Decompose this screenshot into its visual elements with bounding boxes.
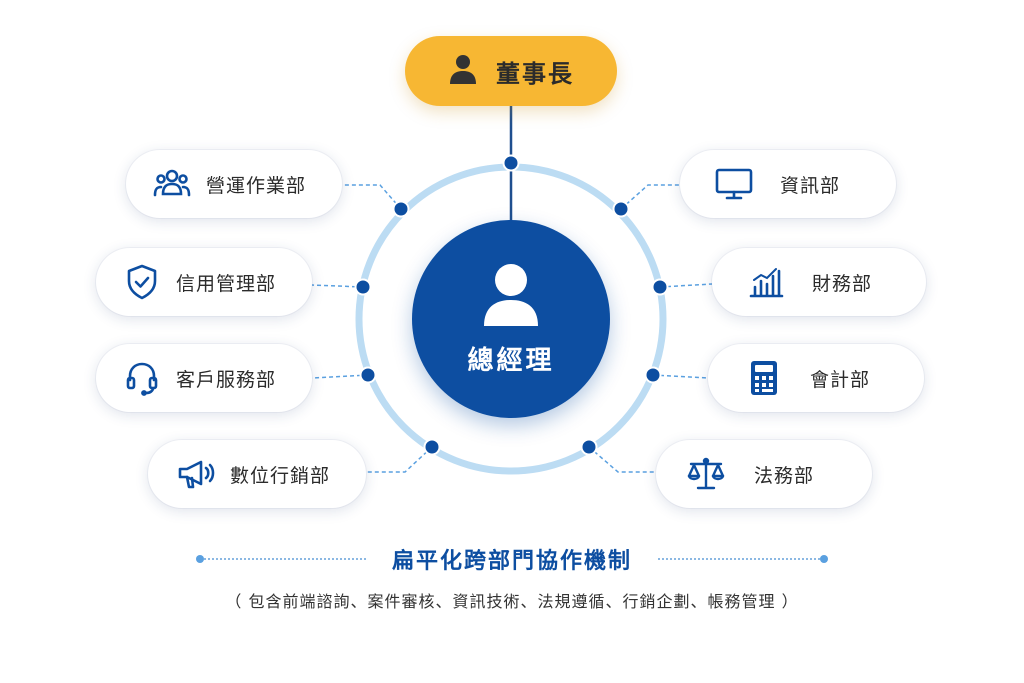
bar-chart-icon (746, 262, 786, 302)
ring-node-marketing (423, 438, 441, 456)
dept-customer-service: 客戶服務部 (96, 344, 312, 412)
connector-dept-it (620, 184, 680, 210)
dept-label: 客戶服務部 (176, 368, 277, 391)
ring-node-credit (354, 278, 372, 296)
dept-accounting: 會計部 (708, 344, 924, 412)
dept-label: 信用管理部 (176, 272, 277, 295)
chairman-node: 董事長 (405, 36, 617, 106)
connector-dept-ops (343, 184, 402, 210)
ring-node-service (359, 366, 377, 384)
dept-digital-marketing: 數位行銷部 (148, 440, 366, 508)
connector-dept-service (311, 374, 369, 379)
diagram-title: 扁平化跨部門協作機制 (392, 549, 633, 574)
ring-node-finance (651, 278, 669, 296)
connector-dept-accounting (652, 374, 709, 379)
team-icon (152, 164, 192, 204)
dept-label: 數位行銷部 (230, 464, 331, 487)
connector-dept-credit (311, 284, 364, 288)
calculator-icon (744, 358, 784, 398)
megaphone-icon (176, 454, 216, 494)
dept-it: 資訊部 (680, 150, 896, 218)
dept-label: 財務部 (812, 272, 873, 295)
connector-dept-marketing (366, 446, 433, 473)
diagram-subtitle: （ 包含前端諮詢、案件審核、資訊技術、法規遵循、行銷企劃、帳務管理 ） (225, 592, 799, 611)
dept-label: 會計部 (810, 368, 871, 391)
dept-operations: 營運作業部 (126, 150, 342, 218)
person-icon (448, 53, 478, 89)
dept-label: 法務部 (754, 464, 815, 487)
chairman-label: 董事長 (496, 59, 574, 88)
ring-node-top (502, 154, 520, 172)
dept-legal: 法務部 (656, 440, 872, 508)
ring-node-accounting (644, 366, 662, 384)
monitor-icon (714, 164, 754, 204)
title-decor-line-left (196, 555, 366, 563)
dept-label: 資訊部 (780, 174, 841, 197)
connector-dept-finance (659, 283, 713, 288)
connector-dept-legal (588, 446, 656, 473)
ring-node-ops (392, 200, 410, 218)
dept-credit: 信用管理部 (96, 248, 312, 316)
person-icon (481, 262, 541, 332)
general-manager-label: 總經理 (467, 345, 555, 376)
diagram-title-row: 扁平化跨部門協作機制 (196, 540, 829, 578)
ring-node-it (612, 200, 630, 218)
dept-label: 營運作業部 (206, 174, 307, 197)
ring-node-legal (580, 438, 598, 456)
title-decor-line-right (658, 555, 829, 563)
headset-icon (122, 358, 162, 398)
general-manager-node: 總經理 (412, 220, 610, 418)
shield-check-icon (122, 262, 162, 302)
scales-icon (686, 454, 726, 494)
dept-finance: 財務部 (712, 248, 926, 316)
